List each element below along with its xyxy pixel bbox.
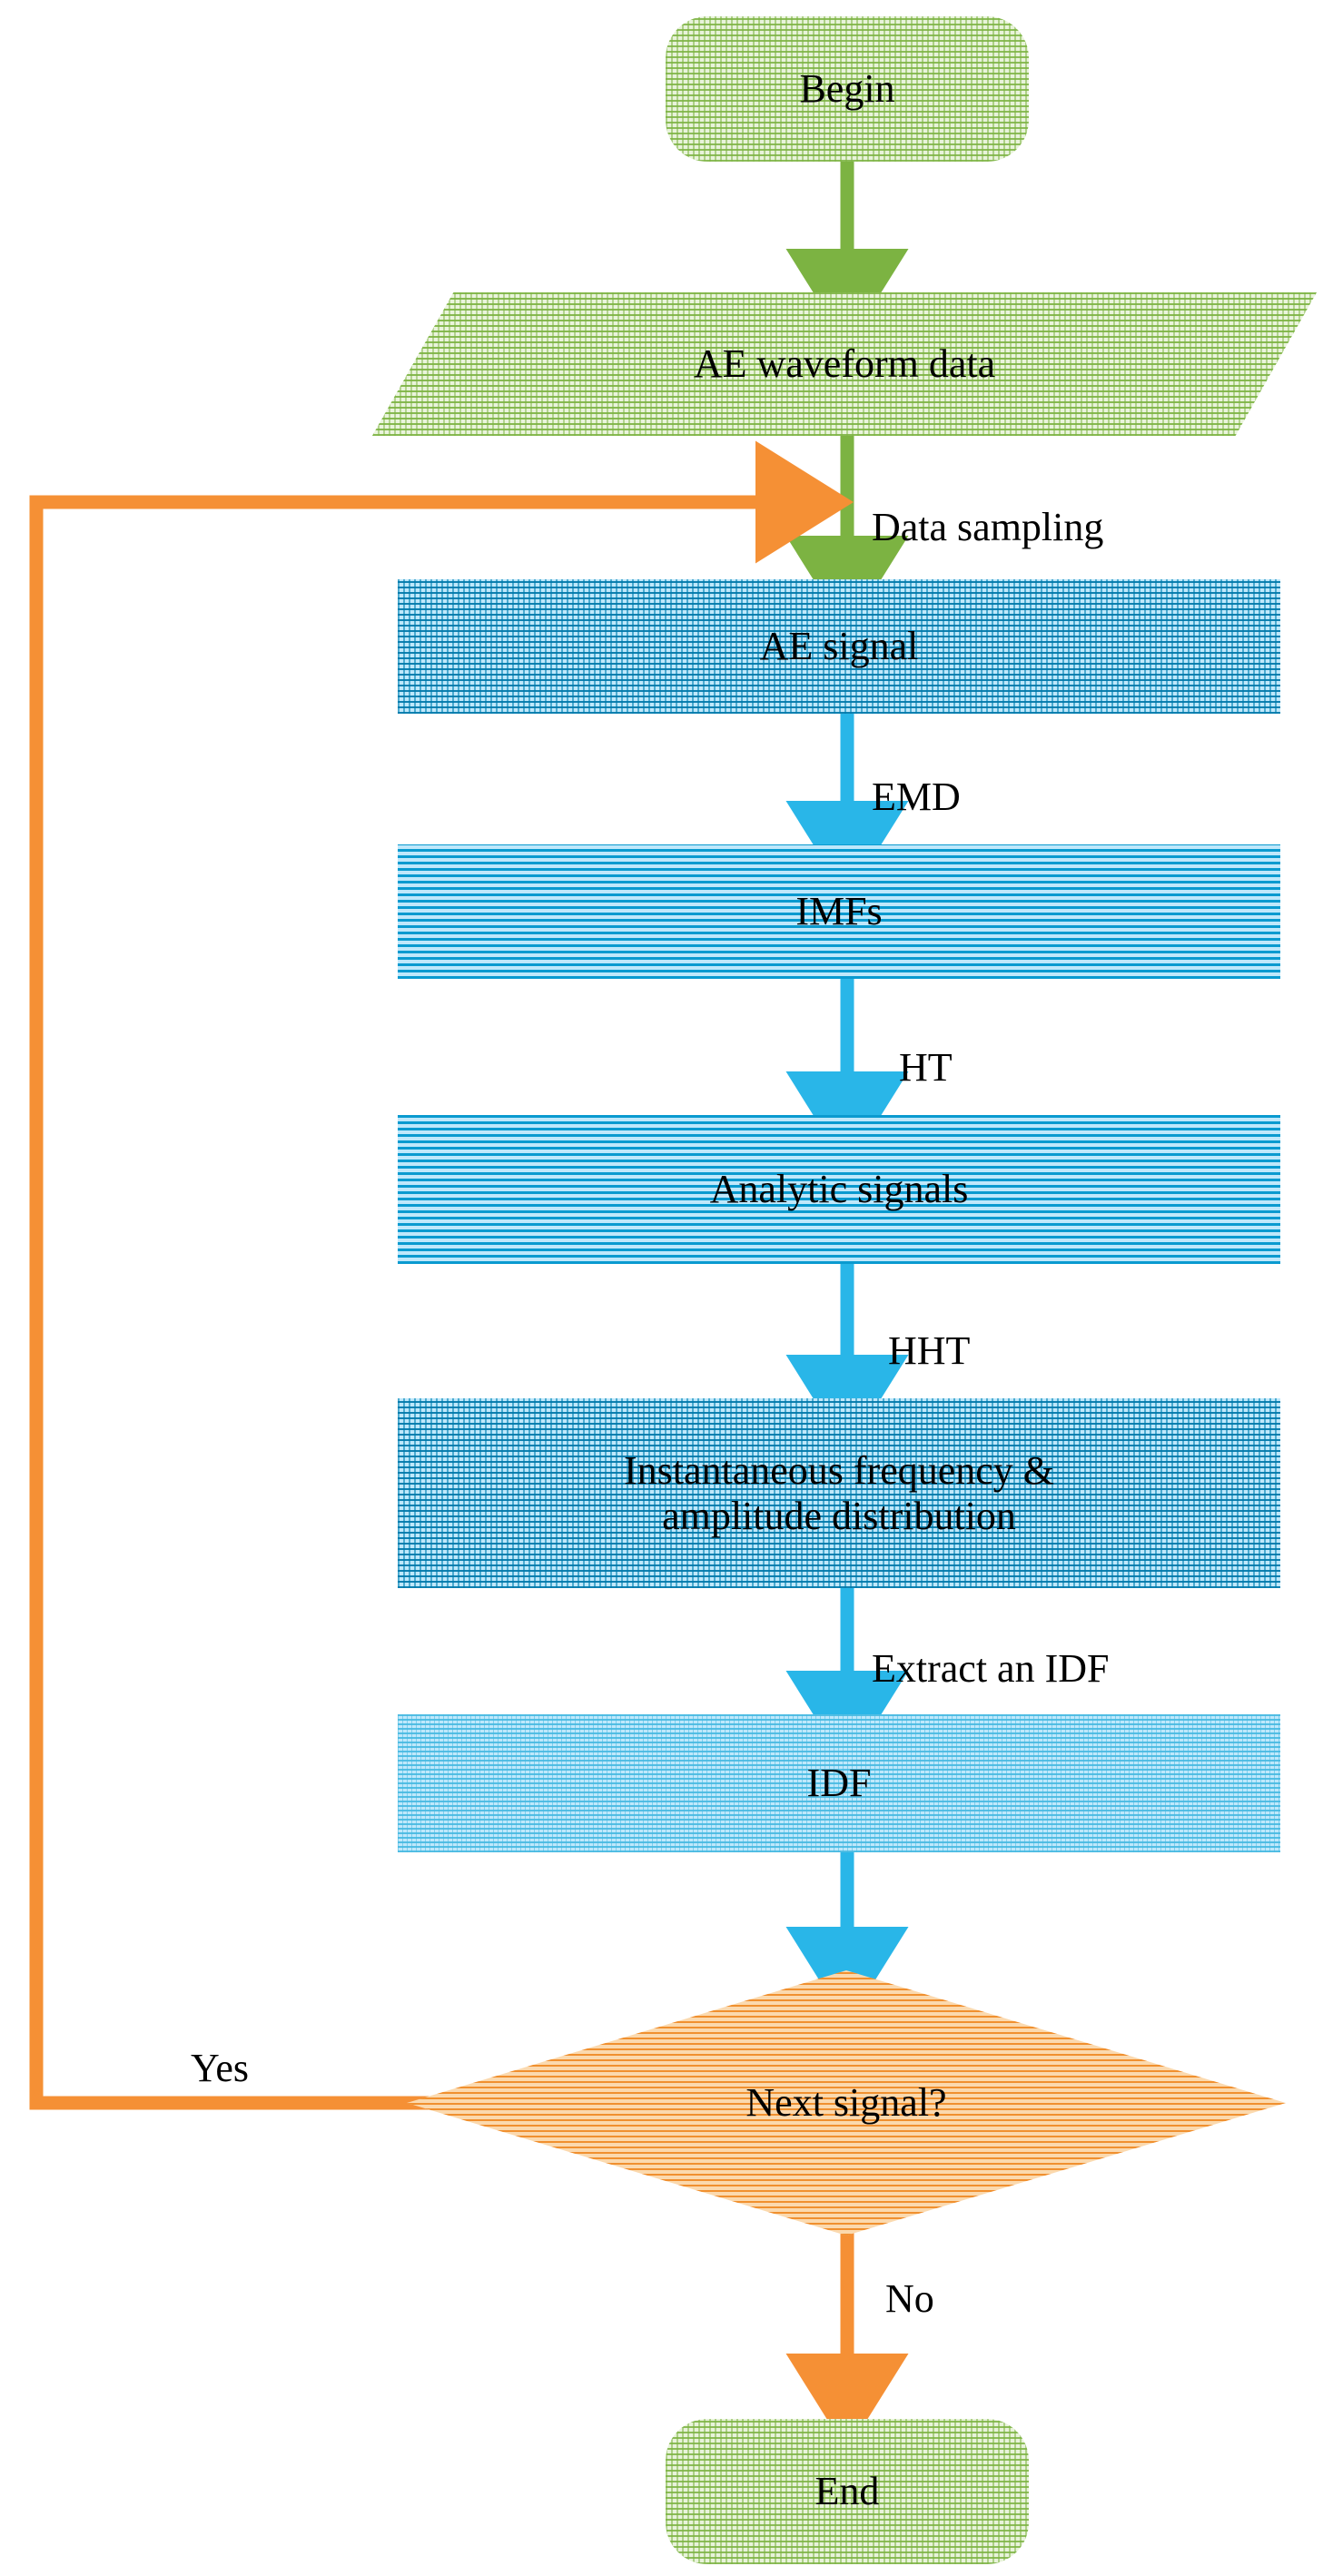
edge-label-hht: HHT (888, 1328, 971, 1373)
node-end-label: End (815, 2469, 880, 2514)
node-analytic-signals-label: Analytic signals (709, 1167, 969, 1212)
node-idf[interactable]: IDF (398, 1714, 1280, 1852)
node-begin[interactable]: Begin (666, 16, 1029, 162)
node-imfs-label: IMFs (795, 889, 883, 934)
node-end[interactable]: End (666, 2419, 1029, 2564)
edge-label-no: No (885, 2276, 934, 2321)
connector-decision-yes-loop (29, 440, 854, 2110)
node-ae-signal-label: AE signal (759, 624, 919, 669)
edge-label-ht: HT (899, 1045, 953, 1090)
node-instantaneous-distribution[interactable]: Instantaneous frequency & amplitude dist… (398, 1398, 1280, 1588)
node-instantaneous-distribution-label: Instantaneous frequency & amplitude dist… (623, 1448, 1055, 1538)
node-begin-label: Begin (799, 66, 895, 112)
node-ae-signal[interactable]: AE signal (398, 579, 1280, 714)
node-idf-label: IDF (806, 1761, 872, 1806)
node-ae-waveform-data-label: AE waveform data (693, 341, 996, 387)
edge-label-extract-an-idf: Extract an IDF (872, 1646, 1110, 1691)
node-ae-waveform-data[interactable]: AE waveform data (372, 292, 1317, 436)
node-analytic-signals[interactable]: Analytic signals (398, 1115, 1280, 1264)
edge-label-data-sampling: Data sampling (872, 505, 1104, 549)
node-next-signal-label: Next signal? (745, 2080, 947, 2126)
edge-label-emd: EMD (872, 775, 961, 819)
edge-label-yes: Yes (191, 2046, 250, 2090)
node-imfs[interactable]: IMFs (398, 844, 1280, 979)
